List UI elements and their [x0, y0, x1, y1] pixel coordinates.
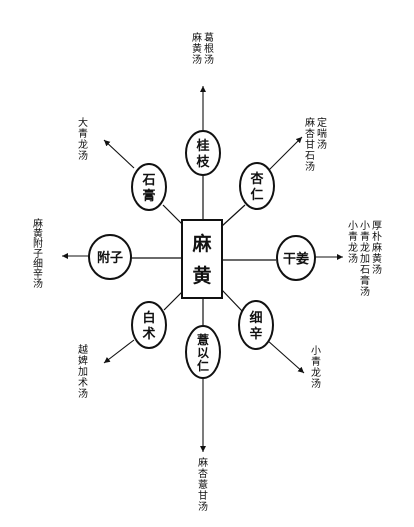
formula-label: 大青龙汤 — [78, 116, 88, 162]
formula-group-fuzi: 麻黄附子细辛汤 — [33, 217, 43, 290]
herb-ellipse — [276, 235, 316, 281]
formula-label: 麻杏薏甘汤 — [198, 456, 208, 513]
connector-line — [162, 204, 183, 225]
herb-label: 白术 — [141, 310, 155, 342]
arrow-line — [103, 339, 135, 364]
formula-labels: 葛根汤麻黄汤定喘汤麻杏甘石汤厚朴麻黄汤小青龙加石膏汤小青龙汤小青龙汤麻杏薏甘汤越… — [33, 31, 382, 513]
center-herb-label: 麻黄 — [191, 232, 212, 287]
herb-label: 干姜 — [283, 251, 309, 267]
center-herb-node: 麻黄 — [181, 219, 223, 299]
connector-line — [221, 204, 246, 227]
formula-group-xixin: 小青龙汤 — [311, 345, 321, 390]
formula-label: 小青龙汤 — [311, 345, 321, 390]
arrow-line — [268, 136, 303, 171]
arrow-line — [103, 139, 135, 169]
herb-label: 附子 — [97, 250, 123, 266]
arrow-line — [266, 339, 305, 374]
herb-ellipse — [88, 234, 132, 280]
herb-ellipse — [131, 163, 167, 211]
formula-label: 麻黄附子细辛汤 — [33, 217, 43, 290]
herb-node-xingren: 杏仁 — [239, 162, 275, 210]
formula-label: 小青龙汤 — [348, 220, 358, 265]
herb-label: 桂枝 — [195, 138, 210, 170]
center-herb-box — [181, 219, 223, 299]
herb-label: 薏以仁 — [197, 332, 209, 373]
herb-node-yiyiren: 薏以仁 — [185, 325, 221, 379]
arrow-lines — [62, 86, 343, 452]
connector-lines — [130, 173, 276, 330]
herb-ellipse — [185, 325, 221, 379]
herb-ellipse — [238, 300, 274, 350]
formula-group-shigao: 大青龙汤 — [78, 116, 88, 162]
herb-label: 细辛 — [249, 310, 262, 342]
herb-ellipse — [185, 130, 221, 176]
formula-label: 麻黄汤 — [192, 31, 202, 66]
formula-group-baizhu: 越婢加术汤 — [78, 343, 88, 400]
herb-label: 石膏 — [141, 173, 155, 204]
formula-label: 麻杏甘石汤 — [305, 116, 315, 173]
formula-label: 厚朴麻黄汤 — [372, 220, 382, 276]
formula-label: 葛根汤 — [204, 31, 214, 66]
herb-node-fuzi: 附子 — [88, 234, 132, 280]
herb-ellipse — [239, 162, 275, 210]
herb-node-baizhu: 白术 — [131, 301, 167, 349]
connector-line — [163, 291, 183, 311]
formula-label: 定喘汤 — [317, 116, 327, 151]
formula-label: 越婢加术汤 — [78, 343, 88, 400]
connector-line — [221, 289, 244, 313]
herb-label: 杏仁 — [250, 171, 264, 203]
herb-node-guizhi: 桂枝 — [185, 130, 221, 176]
herb-ellipse — [131, 301, 167, 349]
formula-group-yiyiren: 麻杏薏甘汤 — [198, 456, 208, 513]
formula-label: 小青龙加石膏汤 — [360, 220, 370, 298]
herb-node-xixin: 细辛 — [238, 300, 274, 350]
herb-node-shigao: 石膏 — [131, 163, 167, 211]
herb-node-ganjiang: 干姜 — [276, 235, 316, 281]
